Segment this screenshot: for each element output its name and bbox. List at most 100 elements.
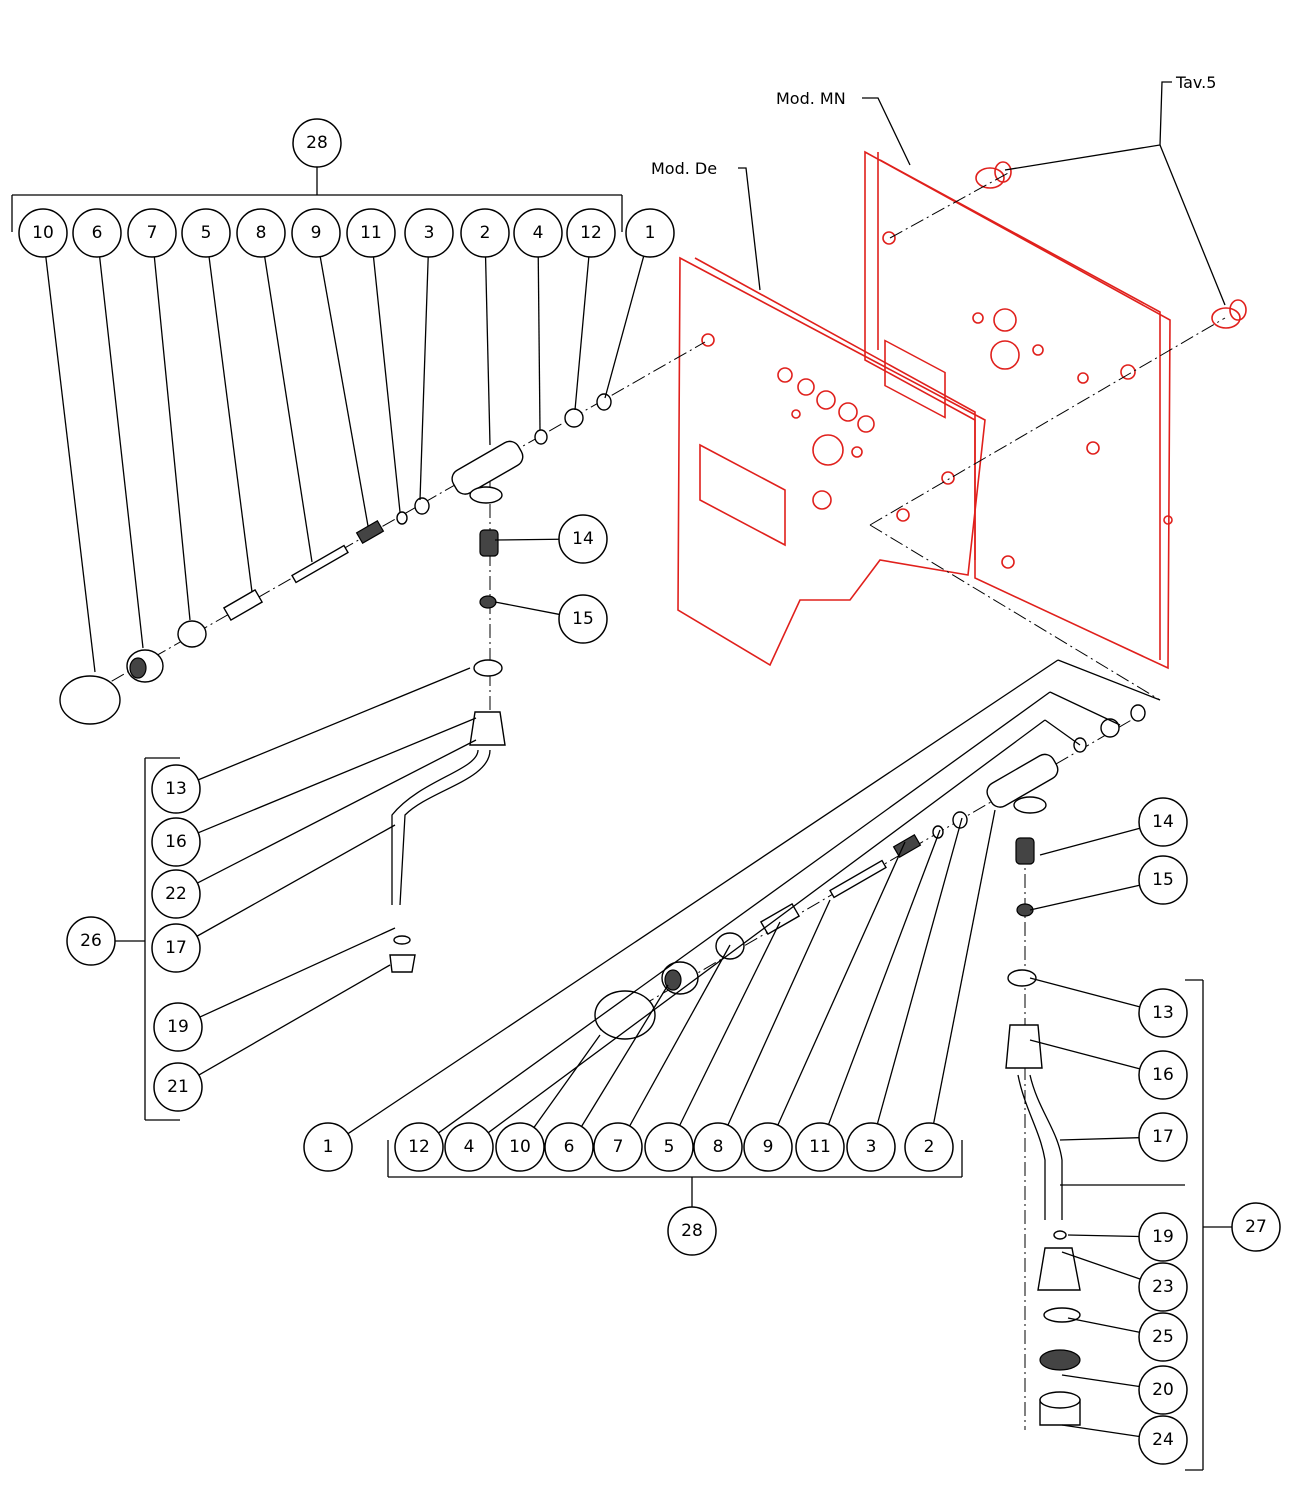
callout-number: 9	[763, 1137, 774, 1157]
callout-top-row-10: 10	[18, 208, 68, 258]
leader-line	[45, 256, 96, 673]
callout-left-column-19: 19	[153, 1002, 203, 1052]
callout-left-column-13: 13	[151, 764, 201, 814]
group-brackets	[11, 167, 1232, 1471]
callout-circle	[644, 1122, 694, 1172]
callout-number: 11	[809, 1137, 831, 1157]
callout-circle	[1138, 1415, 1188, 1465]
leader-line	[574, 256, 590, 411]
callout-circle	[1138, 1112, 1188, 1162]
leader-line	[1049, 691, 1121, 726]
callout-left-column-17: 17	[151, 923, 201, 973]
callout-number: 9	[311, 223, 322, 243]
callout-number: 6	[92, 223, 103, 243]
callout-circle	[544, 1122, 594, 1172]
callout-number: 17	[1152, 1127, 1174, 1147]
leader-line	[484, 256, 491, 446]
callout-number: 7	[147, 223, 158, 243]
callout-right-column-16: 16	[1138, 1050, 1188, 1100]
callout-circle	[66, 916, 116, 966]
callout-circle	[1138, 1312, 1188, 1362]
leader-line	[1044, 719, 1081, 746]
leader-line	[198, 964, 391, 1076]
leader-line	[438, 691, 1051, 1134]
callout-circle	[1231, 1202, 1281, 1252]
leader-line	[533, 1034, 601, 1128]
callout-circle	[404, 208, 454, 258]
leader-line	[1029, 1039, 1140, 1070]
leader-line	[419, 256, 429, 501]
callout-circle	[1138, 1365, 1188, 1415]
leader-line	[494, 538, 560, 541]
callout-left-column-21: 21	[153, 1062, 203, 1112]
callout-top-row-4: 4	[513, 208, 563, 258]
callout-right-column-14: 14	[1138, 797, 1188, 847]
model-labels: Mod. MN Mod. De Tav.5	[651, 73, 1226, 306]
callout-number: 5	[664, 1137, 675, 1157]
leader-line	[319, 256, 369, 527]
callout-number: 22	[165, 884, 187, 904]
callout-number: 8	[713, 1137, 724, 1157]
callout-circle	[1138, 1050, 1188, 1100]
callout-right-column-20: 20	[1138, 1365, 1188, 1415]
callout-bottom-row-4: 4	[444, 1122, 494, 1172]
callout-number: 19	[1152, 1227, 1174, 1247]
leader-lines	[45, 255, 1185, 1438]
callout-number: 25	[1152, 1327, 1174, 1347]
callout-circle	[593, 1122, 643, 1172]
leader-line	[876, 817, 963, 1125]
leader-line	[197, 739, 477, 884]
callout-circle	[346, 208, 396, 258]
leader-line	[1029, 977, 1140, 1008]
callout-right-column-24: 24	[1138, 1415, 1188, 1465]
callout-bottom-row-11: 11	[795, 1122, 845, 1172]
callout-number: 16	[1152, 1065, 1174, 1085]
callout-number: 4	[464, 1137, 475, 1157]
callout-top-row-2: 2	[460, 208, 510, 258]
callout-number: 15	[572, 609, 594, 629]
callout-right-column-13: 13	[1138, 988, 1188, 1038]
callout-bottom-row-10: 10	[495, 1122, 545, 1172]
callout-bottom-row-1: 1	[303, 1122, 353, 1172]
callout-circle	[558, 594, 608, 644]
leader-line	[679, 921, 781, 1126]
callout-bottom-row-2: 2	[904, 1122, 954, 1172]
callout-number: 27	[1245, 1217, 1267, 1237]
leader-line	[1061, 1374, 1140, 1388]
callout-top-row-3: 3	[404, 208, 454, 258]
leader-line	[777, 841, 906, 1126]
callout-circle	[1138, 797, 1188, 847]
callout-number: 3	[424, 223, 435, 243]
callout-bottom-row-7: 7	[593, 1122, 643, 1172]
callout-circle	[795, 1122, 845, 1172]
callout-number: 26	[80, 931, 102, 951]
callout-circle	[153, 1062, 203, 1112]
callout-number: 1	[645, 223, 656, 243]
leader-line	[264, 256, 313, 563]
callout-group-28-top: 28	[292, 118, 342, 168]
callout-circle	[151, 817, 201, 867]
leader-line	[208, 256, 253, 593]
callout-top-row-1: 1	[625, 208, 675, 258]
callout-number: 12	[408, 1137, 430, 1157]
callout-number: 2	[480, 223, 491, 243]
callout-circle	[667, 1206, 717, 1256]
leader-line	[629, 944, 731, 1127]
callout-circle	[153, 1002, 203, 1052]
callout-circle	[181, 208, 231, 258]
callout-circle	[18, 208, 68, 258]
callout-bottom-row-5: 5	[644, 1122, 694, 1172]
leader-line	[537, 256, 541, 431]
callout-circle	[495, 1122, 545, 1172]
callout-number: 17	[165, 938, 187, 958]
callout-top-row-8: 8	[236, 208, 286, 258]
callout-number: 7	[613, 1137, 624, 1157]
callout-number: 11	[360, 223, 382, 243]
callout-right-column-19: 19	[1138, 1212, 1188, 1262]
callout-number: 5	[201, 223, 212, 243]
callout-number: 8	[256, 223, 267, 243]
callout-circle	[1138, 1262, 1188, 1312]
leader-line	[1061, 1424, 1140, 1438]
leader-line	[347, 659, 1059, 1135]
